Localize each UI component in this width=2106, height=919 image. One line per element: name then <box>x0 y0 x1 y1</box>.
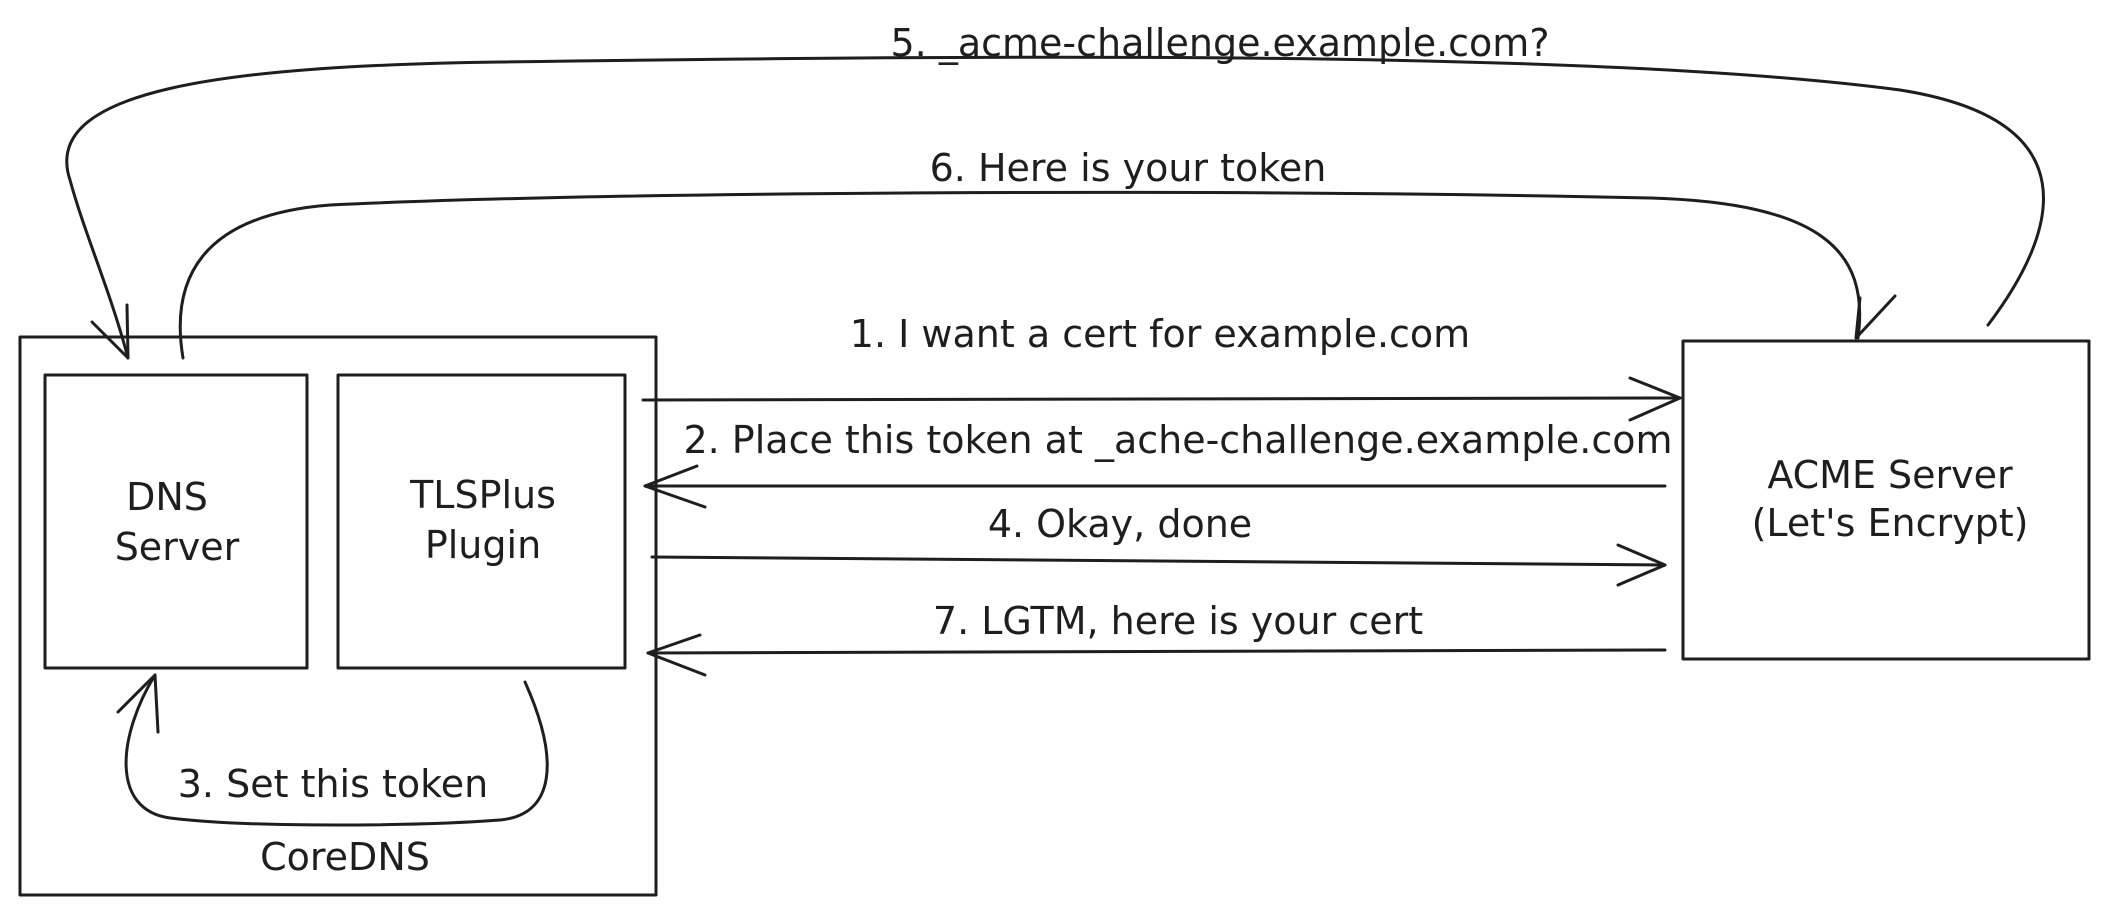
step4-label: 4. Okay, done <box>988 502 1252 546</box>
step4-arrowhead <box>1616 543 1667 587</box>
acme-server-label-line1: ACME Server <box>1767 453 2013 497</box>
step7-arrow <box>646 648 1667 655</box>
dns-server-label-line2: Server <box>115 525 240 569</box>
tlsplus-plugin-box <box>336 373 627 670</box>
step2-label: 2. Place this token at _ache-challenge.e… <box>683 418 1672 462</box>
tlsplus-plugin-label-line2: Plugin <box>425 523 541 567</box>
step1-arrowhead <box>1628 376 1682 422</box>
step5-arrow <box>65 55 2045 360</box>
step3-arrow <box>124 673 549 827</box>
step2-arrowhead <box>643 464 707 509</box>
step3-arrowhead <box>116 673 160 734</box>
step6-label: 6. Here is your token <box>930 146 1327 190</box>
acme-server-box <box>1681 339 2091 661</box>
step3-label: 3. Set this token <box>178 762 489 806</box>
dns-server-label-line1: DNS <box>126 475 208 519</box>
step5-arrowhead <box>90 303 130 360</box>
step5-label: 5. _acme-challenge.example.com? <box>890 21 1549 65</box>
step6-arrowhead <box>1854 294 1897 340</box>
tlsplus-plugin-label-line1: TLSPlus <box>409 473 556 517</box>
acme-server-label-line2: (Let's Encrypt) <box>1752 501 2029 545</box>
coredns-label: CoreDNS <box>260 835 430 879</box>
coredns-box <box>18 335 658 897</box>
step1-arrow <box>641 396 1682 402</box>
step7-label: 7. LGTM, here is your cert <box>933 599 1423 643</box>
step6-arrow <box>178 190 1862 360</box>
step1-label: 1. I want a cert for example.com <box>850 312 1470 356</box>
dns-server-box <box>43 373 309 670</box>
step4-arrow <box>650 555 1667 567</box>
step7-arrowhead <box>646 633 707 677</box>
